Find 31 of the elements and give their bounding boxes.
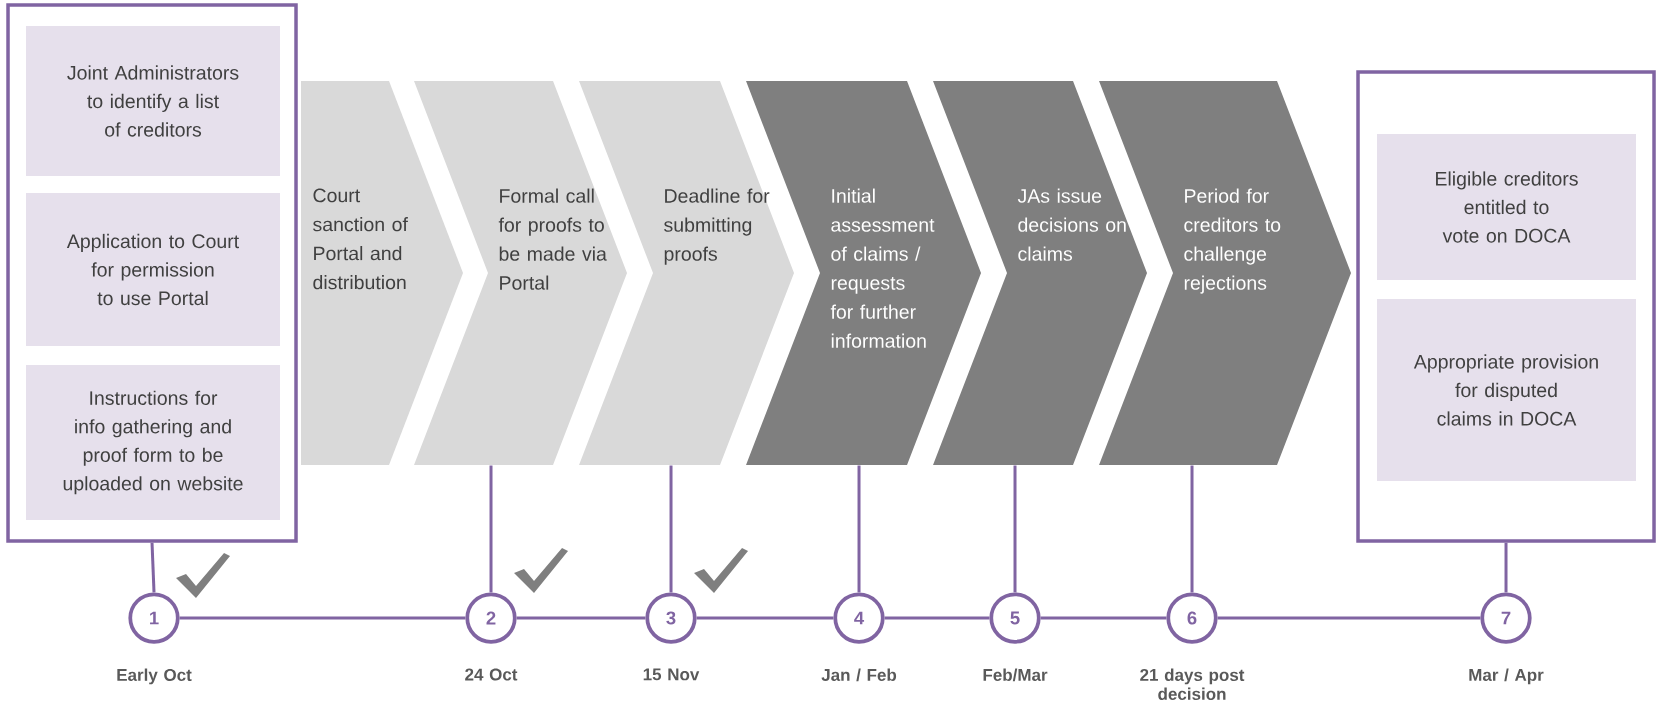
connector-line <box>1040 616 1167 620</box>
text-box: Instructions for info gathering and proof form to be uploaded on website <box>26 365 280 520</box>
text-box: Joint Administrators to identify a list of creditors <box>26 26 280 176</box>
text-box: Application to Court for permission to use Portal <box>26 193 280 346</box>
date-label: Early Oct <box>117 668 192 685</box>
date-label: 24 Oct <box>465 668 518 681</box>
connector-line <box>1217 616 1481 620</box>
text-box: Eligible creditors entitled to vote on DOCA <box>1377 134 1636 280</box>
connector-line <box>884 616 990 620</box>
connector-line <box>696 616 834 620</box>
node-label: Court sanction of Portal and distribution <box>313 188 408 290</box>
connector-line <box>516 616 646 620</box>
date-label: Mar / Apr <box>1469 668 1544 685</box>
connector-line <box>1504 542 1508 593</box>
connector-line <box>669 465 673 593</box>
date-label: Feb/Mar <box>983 668 1048 682</box>
connector-line <box>1013 465 1017 593</box>
connector-line <box>857 465 861 593</box>
node-label: Period for creditors to challenge rejections <box>1184 188 1281 294</box>
connector-line <box>150 542 156 593</box>
node-label: Initial assessment of claims / requests for further information <box>830 188 935 348</box>
date-label: 21 days post decision <box>1140 668 1245 700</box>
text-box: Appropriate provision for disputed claims in DOCA <box>1377 299 1636 481</box>
date-label: Jan / Feb <box>821 668 897 682</box>
connector-line <box>1190 465 1194 593</box>
connector-line <box>489 465 493 593</box>
date-label: 15 Nov <box>643 668 700 681</box>
process-step: Formal call for proofs to be made via Portal <box>414 81 627 465</box>
connector-line <box>179 616 466 620</box>
process-step: Court sanction of Portal and distribution <box>301 81 463 465</box>
process-step: JAs issue decisions on claims <box>933 81 1147 465</box>
